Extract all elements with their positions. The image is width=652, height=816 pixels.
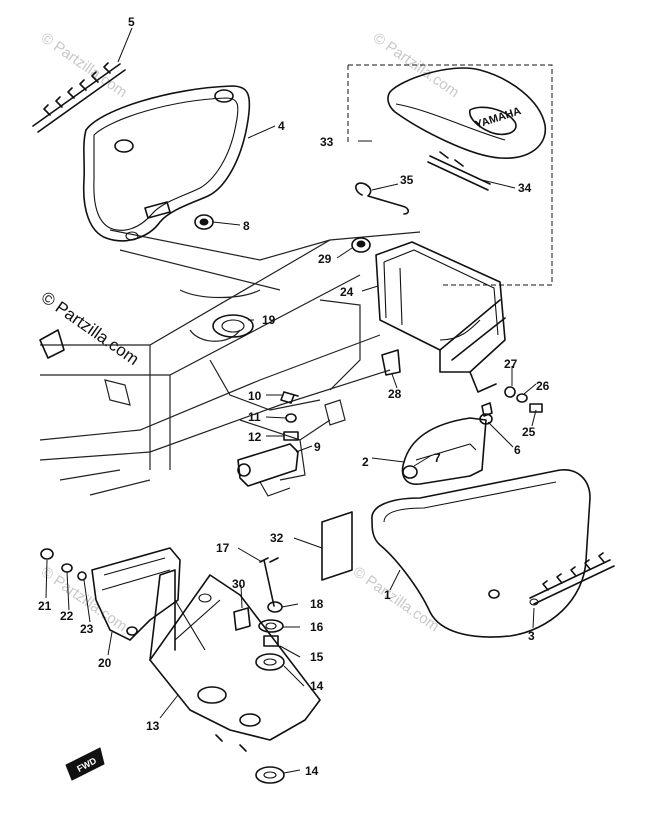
part-rear-stay — [39, 329, 65, 359]
callout-25: 25 — [522, 425, 536, 439]
callout-29: 29 — [318, 252, 332, 266]
frame-outline — [39, 229, 421, 496]
watermark-large: © Partzilla.com — [38, 288, 143, 369]
callout-5: 5 — [128, 15, 135, 29]
part-13-battery-tray — [149, 569, 321, 752]
callout-13: 13 — [146, 719, 160, 733]
callout-10: 10 — [248, 389, 262, 403]
callout-35: 35 — [400, 173, 414, 187]
callout-20: 20 — [98, 656, 112, 670]
part-8-grommet — [194, 214, 214, 230]
callout-21: 21 — [38, 599, 52, 613]
part-20-bracket — [40, 547, 181, 641]
callout-24: 24 — [340, 285, 354, 299]
callout-27: 27 — [504, 357, 518, 371]
callout-1: 1 — [384, 588, 391, 602]
callout-17: 17 — [216, 541, 230, 555]
part-28-clip — [381, 349, 401, 376]
part-5-clip-strip — [32, 62, 126, 133]
callout-12: 12 — [248, 430, 262, 444]
callout-3: 3 — [528, 629, 535, 643]
forward-arrow: FWD — [65, 747, 105, 781]
callout-30: 30 — [232, 577, 246, 591]
callout-22: 22 — [60, 609, 74, 623]
parts-9-to-12-fasteners — [237, 391, 299, 497]
callout-32: 32 — [270, 531, 284, 545]
callout-26: 26 — [536, 379, 550, 393]
callout-2: 2 — [362, 455, 369, 469]
callout-34: 34 — [518, 181, 532, 195]
callout-9: 9 — [314, 440, 321, 454]
callouts: 5 4 8 33 35 34 29 24 19 28 27 26 25 6 7 … — [38, 15, 550, 778]
part-3-clip-strip — [529, 552, 615, 606]
callout-11: 11 — [248, 410, 261, 424]
callout-18: 18 — [310, 597, 324, 611]
part-2-bracket — [401, 402, 493, 485]
callout-15: 15 — [310, 650, 324, 664]
part-32-label — [321, 511, 353, 581]
part-1-right-side-cover — [371, 469, 591, 638]
callout-14-lower: 14 — [305, 764, 319, 778]
parts-14-to-18-and-30 — [233, 557, 285, 784]
callout-19: 19 — [262, 313, 276, 327]
part-4-left-side-cover — [82, 85, 251, 242]
callout-6: 6 — [514, 443, 521, 457]
callout-8: 8 — [243, 219, 250, 233]
part-24-battery-box — [375, 241, 506, 393]
parts-25-to-27 — [504, 386, 543, 413]
part-19-grommet — [212, 314, 254, 338]
callout-4: 4 — [278, 119, 285, 133]
callout-33: 33 — [320, 135, 334, 149]
part-29-nut — [351, 237, 371, 253]
callout-23: 23 — [80, 622, 94, 636]
callout-28: 28 — [388, 387, 402, 401]
leader-lines — [45, 27, 537, 774]
callout-16: 16 — [310, 620, 324, 634]
watermark: © Partzilla.com — [350, 563, 443, 635]
callout-14: 14 — [310, 679, 324, 693]
callout-7: 7 — [434, 451, 441, 465]
